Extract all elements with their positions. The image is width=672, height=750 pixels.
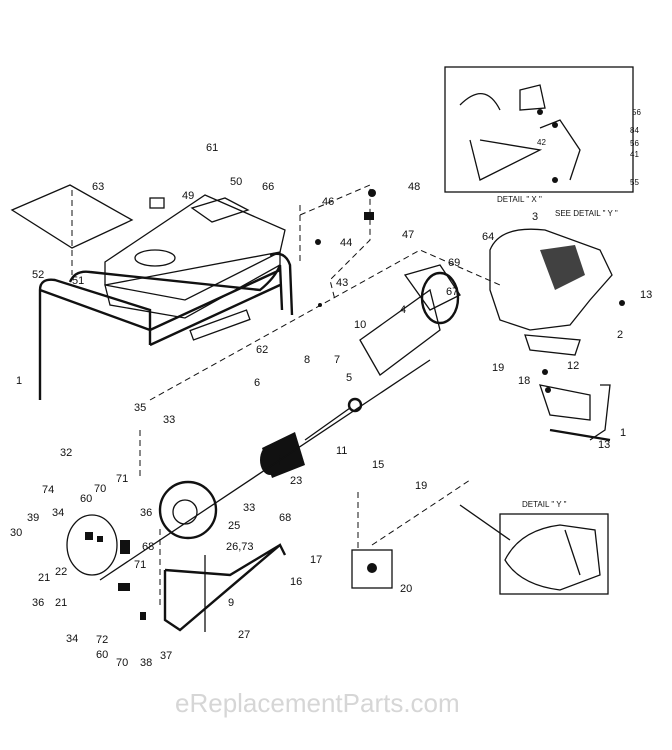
rotor-5 (359, 288, 441, 376)
callout-18: 18 (518, 375, 530, 387)
outlet-box-17 (351, 549, 393, 589)
callout-62: 62 (256, 344, 268, 356)
receptacle-68 (120, 540, 130, 554)
callout-47: 47 (402, 229, 414, 241)
callout-44: 44 (340, 237, 352, 249)
callout-30: 30 (10, 527, 22, 539)
callout-56: 56 (630, 139, 639, 148)
callout-51: 51 (72, 275, 84, 287)
callout-17: 17 (310, 554, 322, 566)
callout-70: 70 (116, 657, 128, 669)
detail-x-callouts: 56 84 56 41 42 55 (537, 108, 641, 187)
callout-13: 13 (598, 439, 610, 451)
callout-20: 20 (400, 583, 412, 595)
callout-33: 33 (243, 502, 255, 514)
callout-42: 42 (537, 138, 546, 147)
callout-68: 68 (142, 541, 154, 553)
decal-62 (189, 309, 251, 341)
callout-67: 67 (446, 286, 458, 298)
callout-49: 49 (182, 190, 194, 202)
detail-y-box (499, 513, 609, 595)
frame-tube (38, 278, 152, 400)
callout-36: 36 (32, 597, 44, 609)
callout-6: 6 (254, 377, 260, 389)
callout-8: 8 (304, 354, 310, 366)
callout-21: 21 (38, 572, 50, 584)
watermark: eReplacementParts.com (175, 688, 460, 718)
callout-37: 37 (160, 650, 172, 662)
callout-1: 1 (16, 375, 22, 387)
callout-66: 66 (262, 181, 274, 193)
callout-22: 22 (55, 566, 67, 578)
callout-34: 34 (66, 633, 78, 645)
callout-27: 27 (238, 629, 250, 641)
detail-x-caption: DETAIL " X " (497, 195, 542, 204)
control-panel-30 (66, 514, 118, 576)
callout-1: 1 (620, 427, 626, 439)
callout-35: 35 (134, 402, 146, 414)
callout-15: 15 (372, 459, 384, 471)
callout-19: 19 (415, 480, 427, 492)
callout-50: 50 (230, 176, 242, 188)
callout-39: 39 (27, 512, 39, 524)
detail-x-box (444, 66, 634, 193)
callout-74: 74 (42, 484, 54, 496)
callout-61: 61 (206, 142, 218, 154)
callout-10: 10 (354, 319, 366, 331)
callout-21: 21 (55, 597, 67, 609)
end-bell-25 (158, 480, 218, 540)
callout-84: 84 (630, 126, 639, 135)
callout-2: 2 (617, 329, 623, 341)
callout-26-73: 26,73 (226, 541, 254, 553)
callout-69: 69 (448, 257, 460, 269)
callout-60: 60 (80, 493, 92, 505)
callout-64: 64 (482, 231, 494, 243)
callout-3: 3 (532, 211, 538, 223)
bearing-7 (347, 397, 363, 413)
callout-13: 13 (640, 289, 652, 301)
callout-38: 38 (140, 657, 152, 669)
callout-55: 55 (630, 178, 639, 187)
see-detail-y-note: SEE DETAIL " Y " (555, 209, 618, 218)
callout-32: 32 (60, 447, 72, 459)
callout-25: 25 (228, 520, 240, 532)
callout-33: 33 (163, 414, 175, 426)
fuel-cap-49 (149, 197, 165, 209)
callout-23: 23 (290, 475, 302, 487)
callout-36: 36 (140, 507, 152, 519)
callout-56: 56 (632, 108, 641, 117)
callout-68: 68 (279, 512, 291, 524)
callout-70: 70 (94, 483, 106, 495)
callout-71: 71 (134, 559, 146, 571)
callout-48: 48 (408, 181, 420, 193)
callout-9: 9 (228, 597, 234, 609)
callout-12: 12 (567, 360, 579, 372)
detail-y-caption: DETAIL " Y " (522, 500, 567, 509)
panel-52 (10, 184, 134, 249)
callout-4: 4 (400, 304, 406, 316)
callout-43: 43 (336, 277, 348, 289)
callout-63: 63 (92, 181, 104, 193)
callout-60: 60 (96, 649, 108, 661)
callout-72: 72 (96, 634, 108, 646)
callout-46: 46 (322, 196, 334, 208)
callout-16: 16 (290, 576, 302, 588)
callout-41: 41 (630, 150, 639, 159)
callout-52: 52 (32, 269, 44, 281)
engine-3 (489, 228, 613, 331)
callout-71: 71 (116, 473, 128, 485)
callout-19: 19 (492, 362, 504, 374)
callout-5: 5 (346, 372, 352, 384)
callout-7: 7 (334, 354, 340, 366)
callout-11: 11 (336, 445, 347, 457)
callout-34: 34 (52, 507, 64, 519)
